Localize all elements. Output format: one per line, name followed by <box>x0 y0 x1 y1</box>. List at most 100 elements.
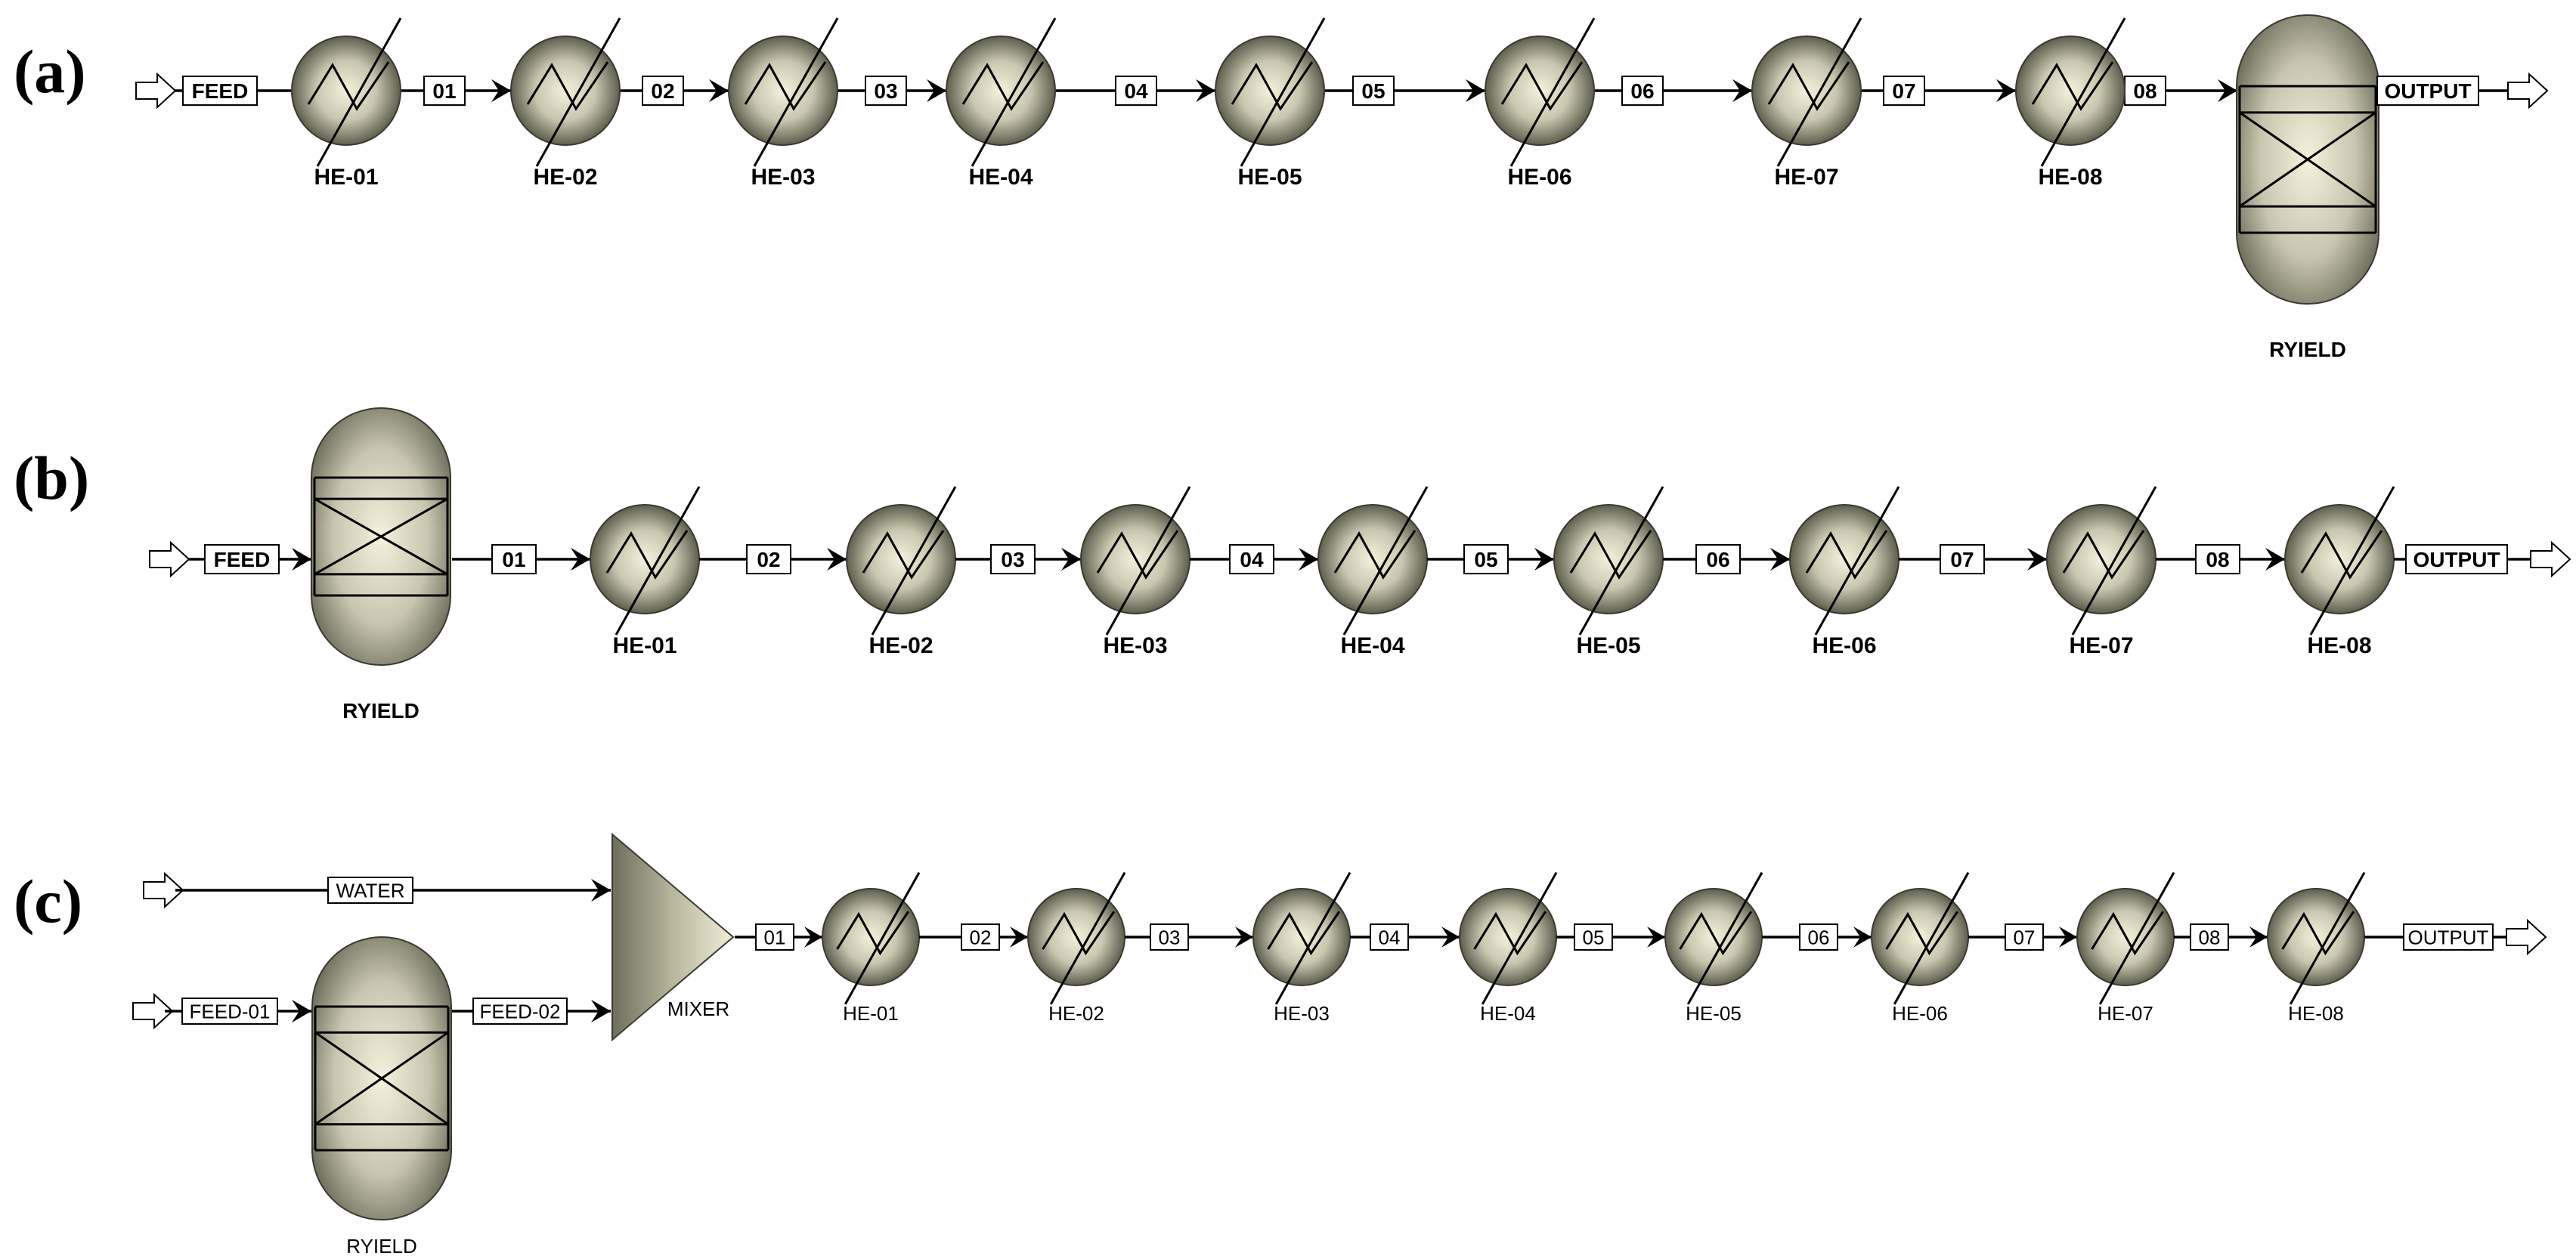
arrow-head <box>1996 79 2016 103</box>
heat-exchanger-slash <box>1240 17 1326 167</box>
heat-exchanger-zigzag <box>862 530 945 580</box>
stream-label-box <box>2376 76 2479 106</box>
reactor-label: RYIELD <box>2269 338 2346 361</box>
heat-exchanger-zigzag <box>605 530 689 580</box>
heat-exchanger-zigzag <box>2031 61 2114 111</box>
stream-label: FEED <box>214 548 271 571</box>
stream-label-box <box>1574 923 1613 951</box>
mixer-icon <box>611 832 735 1042</box>
stream-label: 06 <box>1630 79 1654 103</box>
stream-label-box <box>746 544 791 574</box>
stream-label-box <box>961 923 1000 951</box>
heat-exchanger-zigzag <box>2091 911 2165 956</box>
panel-c-label: (c) <box>14 867 82 936</box>
stream-label: 07 <box>1950 548 1974 571</box>
arrow-head <box>1466 79 1485 103</box>
heat-exchanger-slash <box>2071 486 2157 636</box>
stream-label-box <box>2195 544 2240 574</box>
stream-label-box <box>1115 76 1157 106</box>
panel-b-flowsheet: FEEDRYIELD01HE-0102HE-0203HE-0304HE-0405… <box>149 407 2571 722</box>
stream-label-box <box>865 76 907 106</box>
heat-exchanger-label: HE-02 <box>868 633 933 658</box>
stream-label: 03 <box>1001 548 1024 571</box>
heat-exchanger-zigzag <box>307 61 390 111</box>
arrow-head <box>292 547 311 571</box>
heat-exchanger-label: HE-06 <box>1507 165 1571 190</box>
heat-exchanger-slash <box>1481 871 1558 1005</box>
heat-exchanger-slash <box>753 17 839 167</box>
heat-exchanger-slash <box>1814 486 1900 636</box>
stream-label-box <box>2403 923 2494 951</box>
heat-exchanger-label: HE-08 <box>2307 633 2371 658</box>
heat-exchanger-label: HE-04 <box>1480 1002 1536 1025</box>
arrow-head <box>1441 926 1460 948</box>
stream-label: 04 <box>1379 926 1401 948</box>
stream-label: WATER <box>336 879 405 902</box>
heat-exchanger-slash <box>2309 486 2395 636</box>
stream-label: 07 <box>1892 79 1915 103</box>
heat-exchanger-slash <box>871 486 957 636</box>
arrow-head <box>827 547 847 571</box>
panel-a-label: (a) <box>14 37 86 106</box>
arrow-head <box>1061 547 1081 571</box>
stream-label: 01 <box>432 79 456 103</box>
arrow-head <box>1010 926 1028 948</box>
heat-exchanger-slash <box>844 871 921 1005</box>
heat-exchanger-zigzag <box>1569 530 1652 580</box>
stream-label: FEED-01 <box>190 1000 271 1022</box>
arrow-head <box>292 999 311 1023</box>
stream-label-box <box>1352 76 1395 106</box>
stream-label-box <box>491 544 537 574</box>
stream-label-box <box>182 76 258 106</box>
stream-label-box <box>1463 544 1509 574</box>
stream-label: OUTPUT <box>2384 79 2471 103</box>
arrow-head <box>2027 547 2047 571</box>
heat-exchanger-label: HE-05 <box>1686 1002 1742 1025</box>
heat-exchanger-zigzag <box>1885 911 1959 956</box>
heat-exchanger-label: HE-05 <box>1576 633 1640 658</box>
mixer-label: MIXER <box>667 998 729 1020</box>
heat-exchanger-zigzag <box>1231 61 1314 111</box>
stream-label: 08 <box>2199 926 2221 948</box>
heat-exchanger-slash <box>316 17 402 167</box>
heat-exchanger-label: HE-07 <box>1774 165 1838 190</box>
heat-exchanger-zigzag <box>2281 911 2355 956</box>
arrow-head <box>571 547 590 571</box>
stream-label: 02 <box>651 79 674 103</box>
heat-exchanger-label: HE-01 <box>843 1002 899 1025</box>
heat-exchanger-zigzag <box>961 61 1045 111</box>
heat-exchanger-zigzag <box>1333 530 1416 580</box>
feed-inlet-arrow <box>149 540 190 578</box>
arrow-head <box>709 79 729 103</box>
heat-exchanger-zigzag <box>836 911 910 956</box>
stream-label-box <box>642 76 684 106</box>
feed-inlet-arrow <box>135 72 177 110</box>
stream-label: 04 <box>1240 548 1264 571</box>
heat-exchanger-slash <box>1342 486 1429 636</box>
heat-exchanger-slash <box>1686 871 1763 1005</box>
heat-exchanger-zigzag <box>526 61 609 111</box>
heat-exchanger-slash <box>1776 17 1862 167</box>
stream-label-box <box>181 998 278 1025</box>
reactor-bed-cross <box>314 1031 449 1126</box>
stream-label: 01 <box>502 548 525 571</box>
heat-exchanger-label: HE-07 <box>2069 633 2133 658</box>
heat-exchanger-slash <box>615 486 701 636</box>
stream-label-box <box>1229 544 1274 574</box>
stream-label: OUTPUT <box>2413 548 2500 571</box>
feed-inlet-arrow <box>132 992 174 1030</box>
heat-exchanger-slash <box>1049 871 1126 1005</box>
heat-exchanger-label: HE-01 <box>612 633 677 658</box>
stream-label: OUTPUT <box>2408 926 2489 948</box>
arrow-head <box>1534 547 1554 571</box>
stream-label-box <box>755 923 794 951</box>
arrow-head <box>1853 926 1872 948</box>
stream-label-box <box>1150 923 1189 951</box>
heat-exchanger-label: HE-02 <box>533 165 597 190</box>
heat-exchanger-zigzag <box>2300 530 2383 580</box>
stream-label: 08 <box>2133 79 2156 103</box>
stream-label-box <box>204 544 280 574</box>
arrow-head <box>1732 79 1752 103</box>
